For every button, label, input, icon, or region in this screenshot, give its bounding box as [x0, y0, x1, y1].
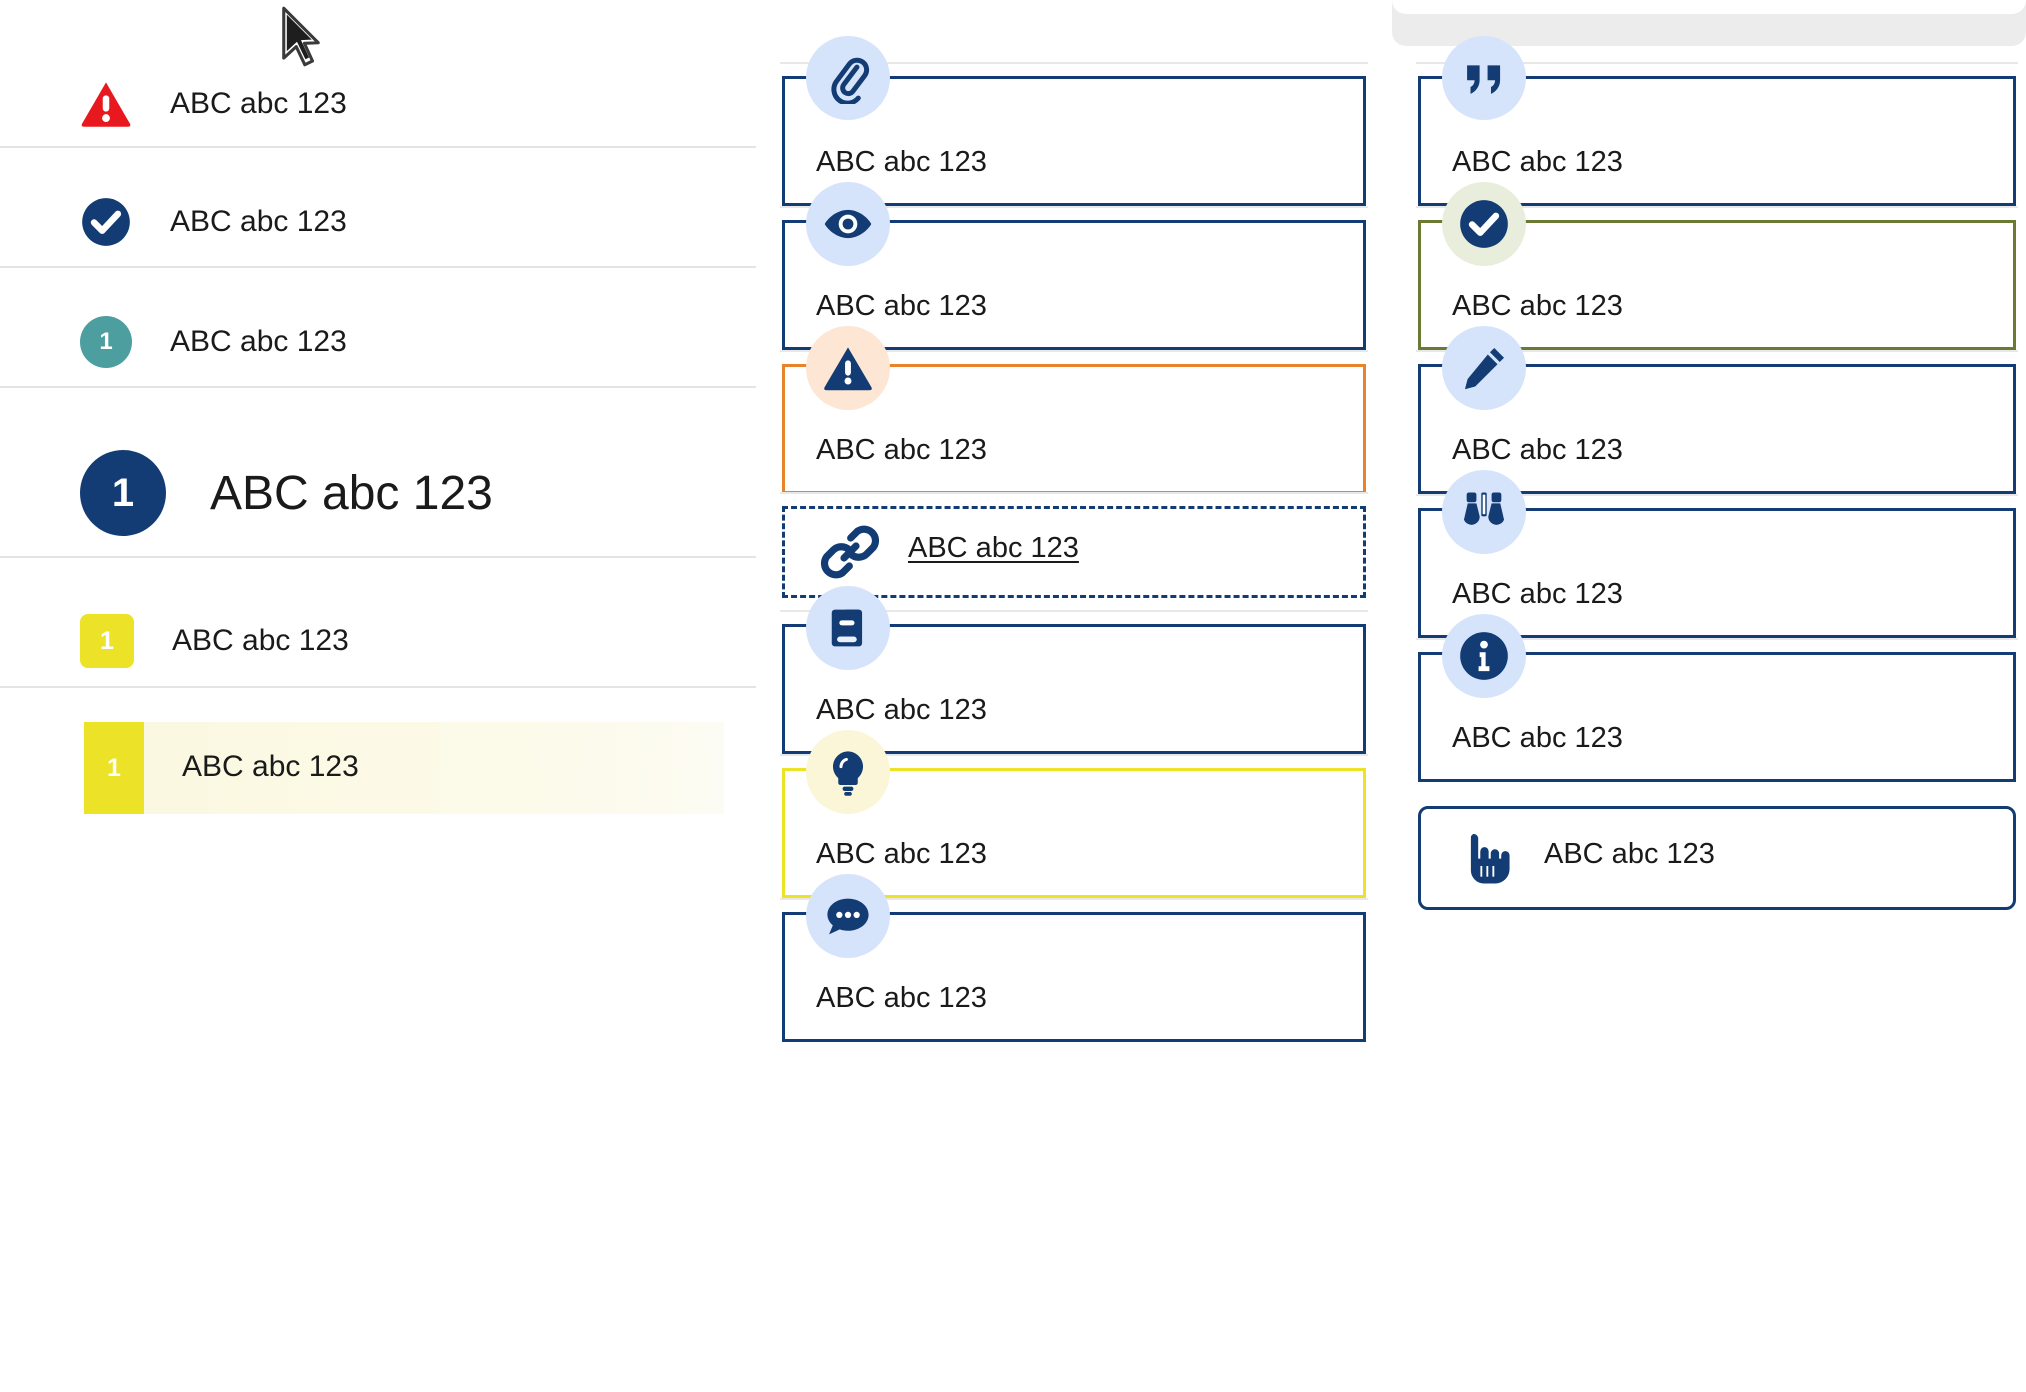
badge-count: 1	[100, 626, 114, 655]
card-label: ABC abc 123	[1452, 434, 1623, 466]
lightbulb-icon	[806, 730, 890, 814]
badge-count: 1	[99, 328, 113, 355]
card-separator	[1416, 350, 2018, 352]
card-label: ABC abc 123	[816, 838, 987, 870]
list-item[interactable]: 1 ABC abc 123	[0, 432, 756, 554]
link-icon	[818, 520, 882, 584]
error-triangle-icon	[80, 78, 132, 130]
check-circle-icon	[80, 196, 132, 248]
list-item-label: ABC abc 123	[172, 624, 349, 657]
list-item[interactable]: ABC abc 123	[0, 60, 756, 148]
list-separator	[0, 386, 756, 388]
list-item-label: ABC abc 123	[182, 750, 359, 783]
card-label: ABC abc 123	[1452, 290, 1623, 322]
list-separator	[0, 556, 756, 558]
card-link-label[interactable]: ABC abc 123	[908, 532, 1079, 564]
card-label: ABC abc 123	[1452, 722, 1623, 754]
card-label: ABC abc 123	[816, 146, 987, 178]
list-item-label: ABC abc 123	[170, 205, 347, 238]
number-badge-icon: 1	[80, 316, 132, 368]
list-item[interactable]: 1 ABC abc 123	[0, 298, 756, 386]
card-separator	[1416, 494, 2018, 496]
list-separator	[0, 686, 756, 688]
list-separator	[0, 146, 756, 148]
card-label: ABC abc 123	[1452, 578, 1623, 610]
chat-bubble-icon	[806, 874, 890, 958]
book-icon	[806, 586, 890, 670]
pointing-hand-icon	[1454, 826, 1518, 890]
card-separator	[1416, 638, 2018, 640]
card-label: ABC abc 123	[1452, 146, 1623, 178]
card-separator	[780, 610, 1368, 612]
list-item-label: ABC abc 123	[210, 466, 493, 520]
badge-count: 1	[111, 470, 135, 515]
list-item[interactable]: 1 ABC abc 123	[0, 596, 756, 686]
list-item[interactable]: ABC abc 123	[0, 178, 756, 266]
card-separator	[780, 62, 1368, 64]
paperclip-icon	[806, 36, 890, 120]
eye-icon	[806, 182, 890, 266]
card-separator	[780, 754, 1368, 756]
list-item-label: ABC abc 123	[170, 87, 347, 120]
pencil-icon	[1442, 326, 1526, 410]
card-label: ABC abc 123	[1544, 838, 1715, 870]
card-label: ABC abc 123	[816, 290, 987, 322]
content-card[interactable]	[782, 506, 1366, 598]
quote-icon	[1442, 36, 1526, 120]
card-separator	[1416, 62, 2018, 64]
list-item-highlight-background	[84, 722, 724, 814]
card-label: ABC abc 123	[816, 694, 987, 726]
card-separator	[780, 898, 1368, 900]
list-separator	[0, 266, 756, 268]
number-badge-icon: 1	[84, 722, 144, 814]
card-separator	[1416, 206, 2018, 208]
content-card[interactable]	[1418, 806, 2016, 910]
list-item-label: ABC abc 123	[170, 325, 347, 358]
card-separator	[780, 492, 1368, 494]
binoculars-icon	[1442, 470, 1526, 554]
info-icon	[1442, 614, 1526, 698]
card-label: ABC abc 123	[816, 434, 987, 466]
card-separator	[780, 206, 1368, 208]
card-label: ABC abc 123	[816, 982, 987, 1014]
badge-count: 1	[107, 753, 121, 782]
list-item[interactable]: 1 ABC abc 123	[0, 722, 756, 814]
warning-triangle-icon	[806, 326, 890, 410]
number-badge-icon: 1	[80, 450, 166, 536]
card-separator	[780, 350, 1368, 352]
check-circle-icon	[1442, 182, 1526, 266]
number-badge-icon: 1	[80, 614, 134, 668]
